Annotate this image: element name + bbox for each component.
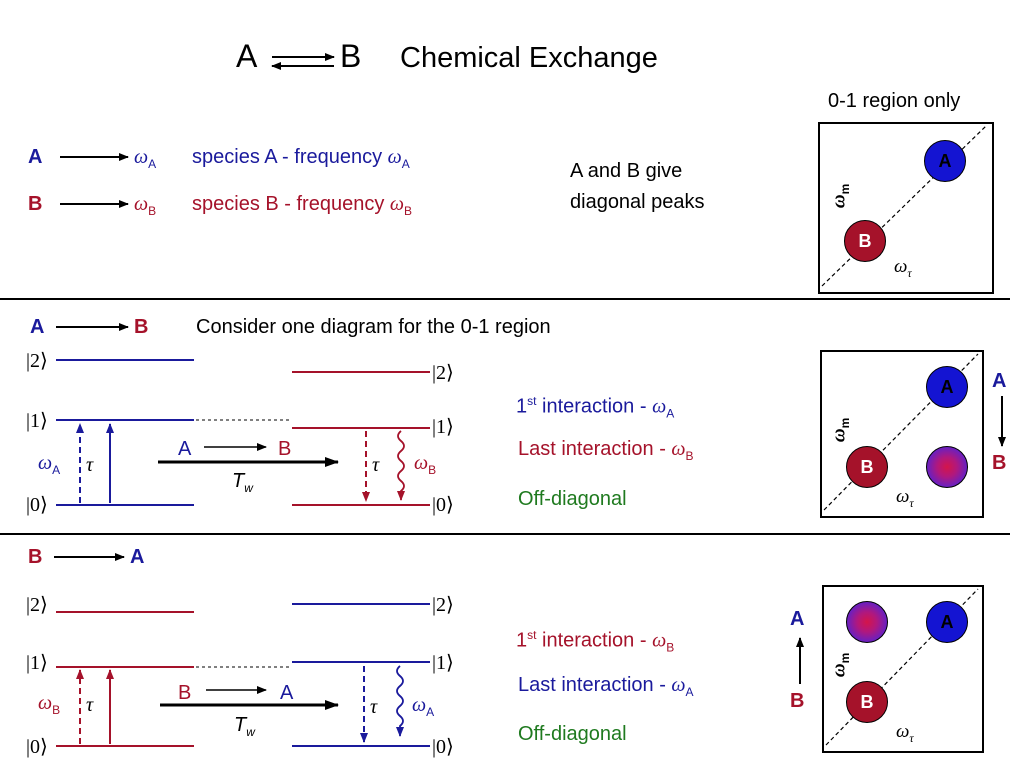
last-interaction: Last interaction - ωB — [518, 438, 694, 463]
species-a-description: species A - frequency ωA — [192, 146, 410, 171]
title-species-a: A — [236, 38, 258, 74]
off-diagonal-label: Off-diagonal — [518, 723, 627, 745]
ket-2-right: |2⟩ — [432, 594, 454, 616]
omega-a-left: ωA — [38, 452, 61, 477]
waiting-time-label: Tw — [234, 714, 255, 739]
tau-right: τ — [372, 454, 380, 476]
spectrum-plot-a-to-b: A B ωm ωτ — [820, 350, 984, 518]
peak-a: A — [924, 140, 966, 182]
last-interaction: Last interaction - ωA — [518, 674, 694, 699]
omega-b-label: ωB — [134, 193, 157, 218]
peak-b: B — [844, 220, 886, 262]
cross-peak — [926, 446, 968, 488]
tau-left: τ — [86, 454, 94, 476]
arrow-label-a: A — [992, 370, 1007, 392]
cross-peak — [846, 601, 888, 643]
section-divider-2 — [0, 533, 1010, 535]
exchange-label-from: B — [178, 682, 192, 704]
spectrum-plot-b-to-a: A B ωm ωτ — [822, 585, 984, 753]
section-description: Consider one diagram for the 0-1 region — [196, 316, 551, 338]
omega-a-right: ωA — [412, 694, 435, 719]
exchange-from-b: B — [28, 546, 43, 568]
ket-1-left: |1⟩ — [26, 410, 48, 432]
ket-1-right: |1⟩ — [432, 416, 454, 438]
exchange-from-a: A — [30, 316, 45, 338]
arrow-label-a: A — [790, 608, 805, 630]
ket-1-right: |1⟩ — [432, 652, 454, 674]
region-label: 0-1 region only — [828, 90, 961, 112]
spectrum-plot-diagonal: A B ωm ωτ — [818, 122, 994, 294]
arrow-label-b: B — [790, 690, 805, 712]
first-interaction: 1st interaction - ωA — [516, 394, 675, 421]
axis-omega-tau: ωτ — [896, 486, 914, 510]
peak-b: B — [846, 446, 888, 488]
exchange-label-from: A — [178, 438, 192, 460]
peak-b: B — [846, 681, 888, 723]
page-title: Chemical Exchange — [400, 42, 658, 74]
off-diagonal-label: Off-diagonal — [518, 488, 627, 510]
first-interaction: 1st interaction - ωB — [516, 628, 675, 655]
omega-a-label: ωA — [134, 146, 157, 171]
omega-b-right: ωB — [414, 452, 437, 477]
species-a-label: A — [28, 146, 43, 168]
ket-2-right: |2⟩ — [432, 362, 454, 384]
tau-right: τ — [370, 696, 378, 718]
omega-b-left: ωB — [38, 692, 61, 717]
exchange-to-b: B — [134, 316, 149, 338]
title-species-b: B — [340, 38, 362, 74]
exchange-to-a: A — [130, 546, 145, 568]
peak-a: A — [926, 601, 968, 643]
ket-2-left: |2⟩ — [26, 594, 48, 616]
ket-1-left: |1⟩ — [26, 652, 48, 674]
diagonal-note-line1: A and B give — [570, 160, 683, 182]
exchange-label-to: B — [278, 438, 292, 460]
waiting-time-label: Tw — [232, 470, 253, 495]
ket-0-left: |0⟩ — [26, 736, 48, 758]
ket-0-left: |0⟩ — [26, 494, 48, 516]
species-b-description: species B - frequency ωB — [192, 193, 413, 218]
ket-2-left: |2⟩ — [26, 350, 48, 372]
diagonal-note-line2: diagonal peaks — [570, 191, 705, 213]
species-b-label: B — [28, 193, 43, 215]
ket-0-right: |0⟩ — [432, 736, 454, 758]
tau-left: τ — [86, 694, 94, 716]
axis-omega-tau: ωτ — [896, 721, 914, 745]
axis-omega-tau: ωτ — [894, 256, 912, 280]
peak-a: A — [926, 366, 968, 408]
exchange-label-to: A — [280, 682, 294, 704]
section-divider-1 — [0, 298, 1010, 300]
ket-0-right: |0⟩ — [432, 494, 454, 516]
arrow-label-b: B — [992, 452, 1007, 474]
